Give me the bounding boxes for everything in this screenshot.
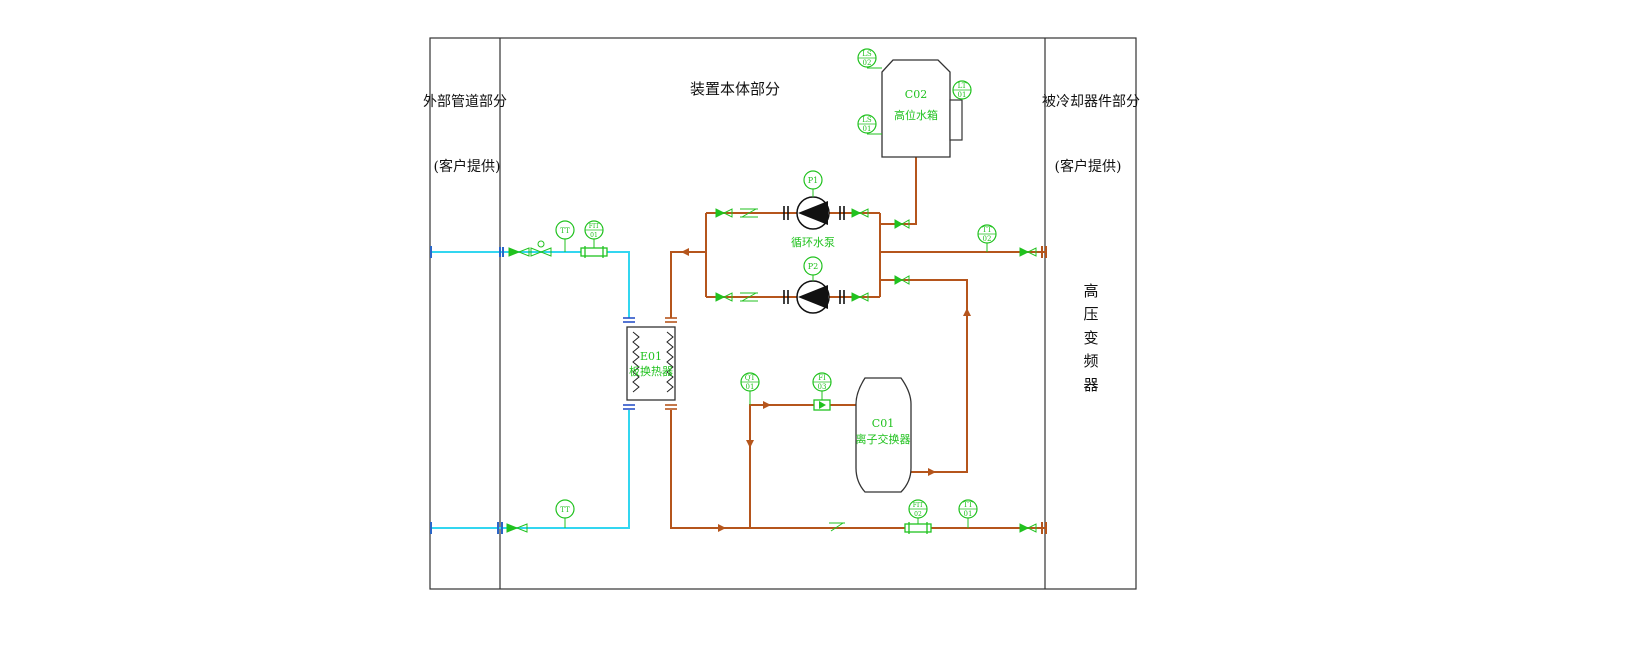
valves bbox=[506, 208, 1037, 533]
cold-water-lines bbox=[430, 251, 630, 529]
load-char-3: 变 bbox=[1083, 329, 1098, 347]
pump-flanges bbox=[783, 206, 845, 304]
ls01-line1: LS bbox=[862, 116, 872, 124]
valve-ion-return bbox=[894, 275, 910, 285]
pump-p1 bbox=[796, 196, 830, 230]
device-section-title: 装置本体部分 bbox=[690, 80, 780, 98]
load-char-1: 高 bbox=[1083, 282, 1098, 300]
instrument-fit01: FIT 01 bbox=[584, 220, 604, 248]
high-level-tank: C02 高位水箱 bbox=[881, 59, 963, 158]
fit02-line2: 02 bbox=[914, 511, 922, 518]
instrument-fi03: FI 03 bbox=[812, 372, 832, 400]
fit01-line1: FIT bbox=[589, 223, 600, 230]
instrument-ti-ext-top: TT bbox=[555, 220, 575, 252]
boundary-flanges bbox=[1041, 246, 1047, 534]
fi03-line1: FI bbox=[818, 374, 826, 382]
external-section-title: 外部管道部分 bbox=[423, 94, 507, 110]
ti-ext-bottom-label: TT bbox=[560, 506, 570, 514]
valve-p2-out bbox=[851, 292, 869, 302]
qt01-line2: 01 bbox=[746, 383, 755, 391]
instrument-p2: P2 bbox=[803, 256, 823, 281]
check-valve-p2 bbox=[740, 292, 758, 302]
external-section-note: (客户提供) bbox=[434, 158, 501, 175]
load-char-2: 压 bbox=[1083, 305, 1098, 323]
ball-valve-ext-bottom bbox=[506, 523, 528, 533]
drawing-frame bbox=[429, 37, 1137, 590]
gate-valve-ext-top bbox=[530, 240, 552, 257]
ls02-line1: LS bbox=[862, 50, 872, 58]
ls02-line2: 02 bbox=[863, 59, 872, 67]
ls01-line2: 01 bbox=[863, 125, 872, 133]
instrument-qt01: QT 01 bbox=[740, 372, 760, 405]
tt02-line2: 02 bbox=[983, 235, 992, 243]
pump-p2 bbox=[796, 280, 830, 314]
instrument-p1: P1 bbox=[803, 170, 823, 197]
fit01-line2: 01 bbox=[590, 232, 598, 239]
tank-name: 高位水箱 bbox=[894, 108, 938, 122]
instrument-ls01: LS 01 bbox=[857, 114, 882, 135]
instrument-tt02: TT 02 bbox=[977, 224, 997, 252]
fit02-line1: FIT bbox=[913, 502, 924, 509]
ion-exchanger: C01 离子交换器 bbox=[855, 377, 912, 493]
instrument-fit02: FIT 02 bbox=[908, 499, 928, 524]
lt01-line1: LT bbox=[958, 82, 967, 90]
valve-p1-in bbox=[715, 208, 733, 218]
cooled-section-title: 被冷却器件部分 bbox=[1042, 94, 1140, 110]
tt02-line1: TT bbox=[982, 226, 992, 234]
valve-return-in bbox=[1019, 523, 1037, 533]
ion-name: 离子交换器 bbox=[856, 432, 911, 446]
qt01-line1: QT bbox=[745, 374, 756, 382]
ball-valve-ext-top bbox=[508, 247, 530, 257]
load-char-5: 器 bbox=[1083, 376, 1098, 394]
tank-tag: C02 bbox=[905, 88, 927, 101]
instrument-tt01: TT 01 bbox=[958, 499, 978, 528]
ti-ext-top-label: TT bbox=[560, 227, 570, 235]
p2-label: P2 bbox=[808, 262, 818, 271]
valve-supply-out bbox=[1019, 247, 1037, 257]
valve-p1-out bbox=[851, 208, 869, 218]
tt01-line1: TT bbox=[963, 501, 973, 509]
load-label: 高 压 变 频 器 bbox=[1083, 282, 1098, 394]
instrument-ls02: LS 02 bbox=[857, 48, 882, 69]
instrument-lt01: LT 01 bbox=[952, 80, 972, 100]
pump-group-name: 循环水泵 bbox=[791, 236, 835, 249]
flow-arrows bbox=[681, 248, 971, 532]
ion-tag: C01 bbox=[872, 417, 894, 430]
check-valve-return bbox=[829, 522, 845, 532]
check-valve-p1 bbox=[740, 208, 758, 218]
lt01-line2: 01 bbox=[958, 91, 967, 99]
cooled-section-note: (客户提供) bbox=[1055, 158, 1122, 175]
valve-tank-line bbox=[894, 219, 910, 229]
fi03-line2: 03 bbox=[818, 383, 827, 391]
valve-p2-in bbox=[715, 292, 733, 302]
tt01-line2: 01 bbox=[964, 510, 973, 518]
cold-line-ends bbox=[430, 246, 504, 534]
instrument-ti-ext-bottom: TT bbox=[555, 499, 575, 528]
hx-name: 板换热器 bbox=[629, 364, 673, 378]
hx-tag: E01 bbox=[640, 350, 662, 363]
plate-heat-exchanger: E01 板换热器 bbox=[623, 317, 677, 410]
p1-label: P1 bbox=[808, 176, 818, 185]
load-char-4: 频 bbox=[1083, 352, 1098, 370]
